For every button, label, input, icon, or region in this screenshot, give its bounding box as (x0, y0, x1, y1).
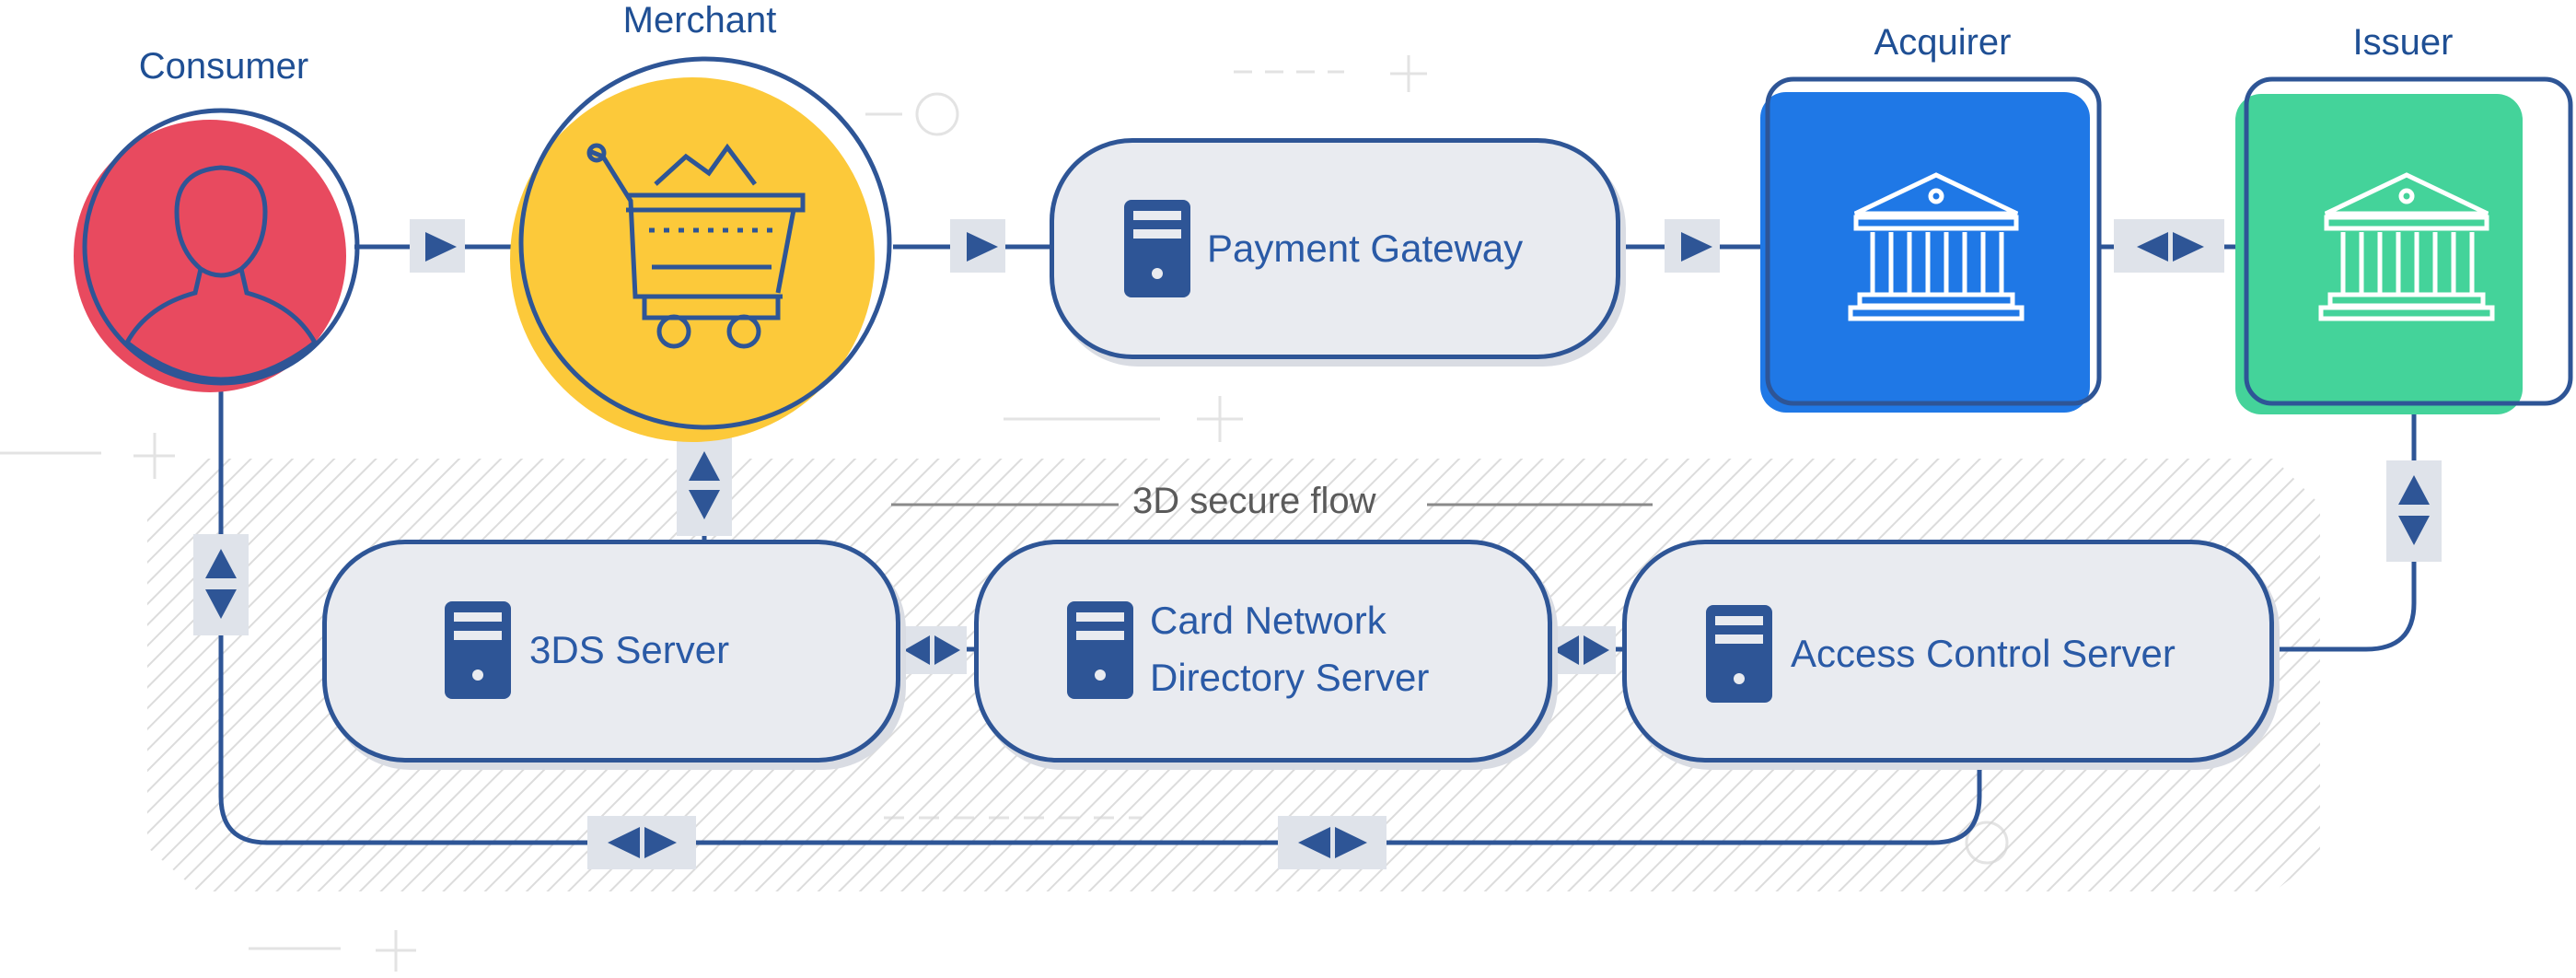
issuer-label: Issuer (2352, 22, 2454, 63)
arrow-badges (193, 219, 2442, 869)
secure-flow-label: 3D secure flow (1132, 481, 1376, 521)
payment-gateway-node: Payment Gateway (1050, 138, 1620, 359)
payment-gateway-label: Payment Gateway (1207, 227, 1524, 270)
consumer-node (74, 108, 360, 392)
bank-icon (2318, 172, 2495, 321)
merchant-node (510, 56, 892, 442)
consumer-label: Consumer (138, 46, 309, 87)
person-icon (124, 165, 318, 382)
server-icon (445, 601, 511, 699)
acquirer-node (1760, 76, 2102, 413)
card-network-node: Card Network Directory Server (974, 540, 1552, 763)
threeds-server-node: 3DS Server (322, 540, 900, 763)
access-control-server-node: Access Control Server (1622, 540, 2274, 763)
access-control-server-label: Access Control Server (1791, 632, 2176, 675)
shopping-cart-icon (586, 143, 806, 349)
server-icon (1706, 605, 1772, 703)
card-network-label-line1: Card Network (1150, 599, 1387, 642)
acquirer-label: Acquirer (1874, 22, 2012, 63)
bank-icon (1848, 172, 2025, 321)
merchant-label: Merchant (622, 0, 777, 41)
threeds-server-label: 3DS Server (529, 628, 730, 671)
issuer-node (2235, 76, 2573, 414)
server-icon (1067, 601, 1133, 699)
card-network-label-line2: Directory Server (1150, 656, 1430, 699)
server-icon (1124, 200, 1190, 297)
